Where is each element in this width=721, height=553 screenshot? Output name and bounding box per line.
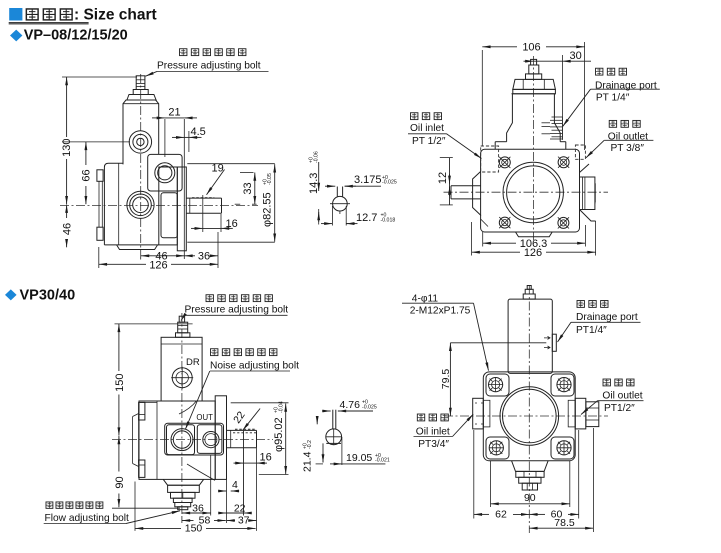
svg-text:36: 36 bbox=[192, 502, 204, 514]
svg-text:Oil inlet: Oil inlet bbox=[416, 426, 450, 437]
svg-text:OUT: OUT bbox=[196, 413, 213, 422]
svg-text:150: 150 bbox=[114, 374, 126, 392]
svg-text:PT1/2″: PT1/2″ bbox=[604, 403, 635, 414]
svg-text:33: 33 bbox=[242, 182, 254, 194]
svg-text:22: 22 bbox=[231, 409, 248, 426]
svg-text:+0: +0 bbox=[375, 453, 381, 459]
svg-text:-0.025: -0.025 bbox=[382, 180, 397, 186]
svg-text:16: 16 bbox=[260, 452, 272, 464]
svg-text:Oil outlet: Oil outlet bbox=[608, 132, 648, 143]
svg-text:PT 1/2″: PT 1/2″ bbox=[412, 136, 446, 147]
svg-text:79.5: 79.5 bbox=[440, 369, 452, 390]
svg-text:16: 16 bbox=[226, 218, 238, 230]
svg-text:-0.2: -0.2 bbox=[307, 440, 313, 449]
svg-text:+0: +0 bbox=[382, 175, 388, 181]
svg-text:3.175: 3.175 bbox=[354, 174, 382, 186]
svg-text:PT 3/8″: PT 3/8″ bbox=[611, 143, 645, 154]
svg-text:60: 60 bbox=[551, 509, 563, 521]
svg-text:4.5: 4.5 bbox=[191, 126, 206, 138]
svg-text:DR: DR bbox=[186, 357, 200, 368]
svg-text:46: 46 bbox=[155, 251, 167, 263]
svg-text:58: 58 bbox=[199, 515, 211, 527]
svg-text:90: 90 bbox=[114, 476, 126, 488]
svg-text:36: 36 bbox=[198, 251, 210, 263]
svg-text:90: 90 bbox=[524, 492, 536, 504]
svg-text:PT 1/4″: PT 1/4″ bbox=[596, 93, 630, 104]
svg-text:-0.06: -0.06 bbox=[313, 151, 319, 163]
svg-text:12: 12 bbox=[437, 172, 449, 184]
svg-text:+0: +0 bbox=[262, 179, 268, 185]
svg-text:37: 37 bbox=[238, 515, 250, 527]
svg-text:-0.04: -0.04 bbox=[278, 401, 284, 413]
svg-text:2-M12xP1.75: 2-M12xP1.75 bbox=[410, 306, 471, 317]
svg-text:+0: +0 bbox=[362, 400, 368, 406]
svg-text:φ95.02: φ95.02 bbox=[273, 417, 285, 452]
svg-text:Drainage port: Drainage port bbox=[576, 312, 638, 323]
svg-text:Oil inlet: Oil inlet bbox=[410, 123, 444, 134]
svg-text:21: 21 bbox=[168, 107, 180, 119]
svg-text:Noise adjusting bolt: Noise adjusting bolt bbox=[210, 360, 299, 371]
svg-text:130: 130 bbox=[61, 139, 73, 157]
svg-text:-0.021: -0.021 bbox=[375, 458, 390, 464]
svg-text:PT3/4″: PT3/4″ bbox=[418, 439, 449, 450]
svg-text:62: 62 bbox=[495, 509, 507, 521]
svg-text:-0.05: -0.05 bbox=[267, 173, 273, 185]
svg-text:19: 19 bbox=[212, 163, 224, 175]
svg-text:+0: +0 bbox=[302, 443, 308, 449]
svg-text:22: 22 bbox=[234, 503, 246, 515]
svg-text:126: 126 bbox=[524, 247, 542, 259]
svg-text:+0: +0 bbox=[274, 407, 280, 413]
svg-text:150: 150 bbox=[185, 522, 203, 534]
svg-text:+0: +0 bbox=[309, 157, 315, 163]
svg-text:VP–08/12/15/20: VP–08/12/15/20 bbox=[24, 28, 128, 44]
svg-text:VP30/40: VP30/40 bbox=[20, 288, 76, 304]
svg-text:21.4: 21.4 bbox=[302, 451, 314, 472]
svg-text:Oil outlet: Oil outlet bbox=[602, 391, 642, 402]
svg-text:-0.025: -0.025 bbox=[362, 404, 377, 410]
svg-text:30: 30 bbox=[570, 50, 582, 62]
svg-text:φ82.55: φ82.55 bbox=[262, 192, 274, 227]
svg-text:Pressure adjusting bolt: Pressure adjusting bolt bbox=[185, 305, 289, 316]
svg-text:: Size chart: : Size chart bbox=[74, 7, 157, 24]
svg-text:12.7: 12.7 bbox=[356, 212, 377, 224]
svg-text:Pressure adjusting bolt: Pressure adjusting bolt bbox=[157, 61, 261, 72]
svg-text:78.5: 78.5 bbox=[554, 517, 575, 529]
svg-text:4.76: 4.76 bbox=[340, 399, 361, 411]
svg-text:-0.018: -0.018 bbox=[381, 217, 396, 223]
svg-text:66: 66 bbox=[81, 169, 93, 181]
svg-text:19.05: 19.05 bbox=[346, 452, 372, 464]
svg-text:4-φ11: 4-φ11 bbox=[412, 293, 439, 304]
svg-text:126: 126 bbox=[149, 259, 167, 271]
svg-text:+0: +0 bbox=[381, 213, 387, 219]
svg-text:PT1/4″: PT1/4″ bbox=[576, 325, 607, 336]
svg-text:14.3: 14.3 bbox=[308, 173, 320, 194]
svg-text:Drainage port: Drainage port bbox=[595, 80, 657, 91]
svg-text:4: 4 bbox=[232, 479, 238, 491]
svg-text:Flow adjusting bolt: Flow adjusting bolt bbox=[45, 513, 130, 524]
svg-text:106: 106 bbox=[522, 42, 540, 54]
svg-text:106.3: 106.3 bbox=[520, 238, 548, 250]
svg-text:46: 46 bbox=[62, 223, 74, 235]
